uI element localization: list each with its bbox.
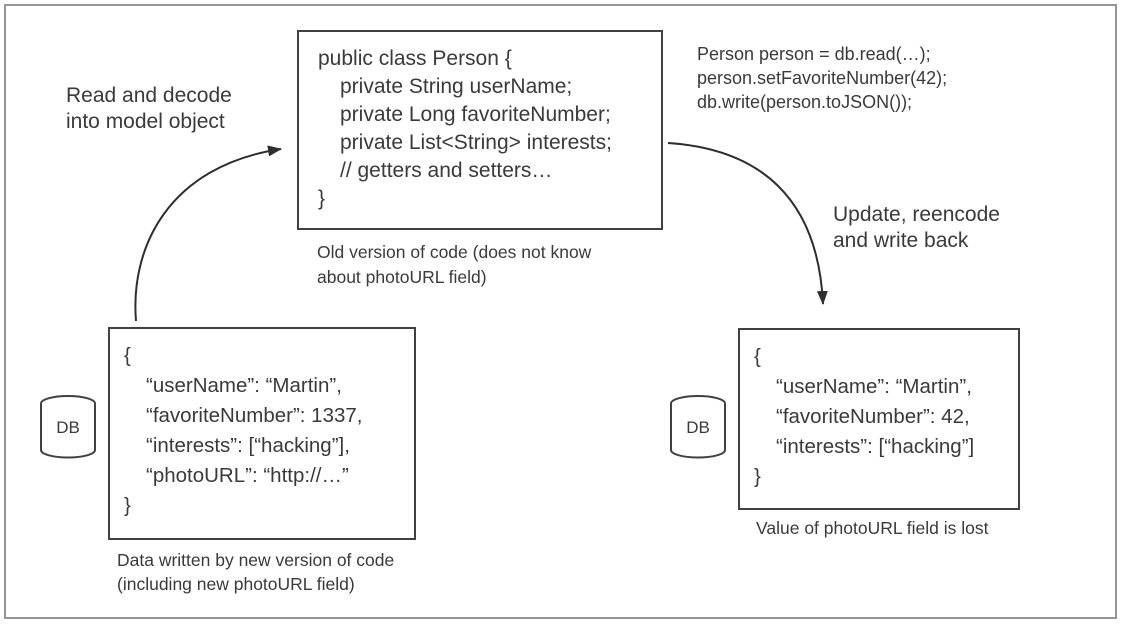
update-write-label: Update, reencode and write back bbox=[833, 202, 1000, 254]
read-decode-label-line2: into model object bbox=[66, 110, 225, 133]
code-line: private String userName; bbox=[340, 75, 573, 98]
outer-border bbox=[4, 4, 1117, 619]
db-label: DB bbox=[56, 418, 80, 437]
json-line: “favoriteNumber”: 1337, bbox=[146, 404, 363, 427]
code-line: // getters and setters… bbox=[340, 159, 553, 182]
db-cylinder-icon bbox=[670, 395, 726, 459]
database-cylinder-new: DB bbox=[669, 394, 727, 460]
code-line: public class Person { bbox=[318, 47, 512, 70]
person-class-caption-line1: Old version of code (does not know bbox=[317, 242, 592, 262]
code-line: private Long favoriteNumber; bbox=[340, 103, 611, 126]
database-cylinder-old: DB bbox=[39, 394, 97, 460]
db-label: DB bbox=[686, 418, 710, 437]
read-decode-label: Read and decode into model object bbox=[66, 83, 232, 135]
json-line: “userName”: “Martin”, bbox=[146, 374, 342, 397]
json-document-new-box: { “userName”: “Martin”, “favoriteNumber”… bbox=[738, 328, 1020, 510]
person-class-code-box: public class Person { private String use… bbox=[297, 30, 663, 230]
json-line: “interests”: [“hacking”] bbox=[776, 435, 975, 458]
json-line: { bbox=[124, 344, 131, 367]
read-decode-label-line1: Read and decode bbox=[66, 84, 232, 107]
update-code-snippet: Person person = db.read(…); person.setFa… bbox=[697, 42, 947, 114]
json-line: “interests”: [“hacking”], bbox=[146, 434, 350, 457]
code-line: } bbox=[318, 187, 326, 210]
db-cylinder-icon bbox=[40, 395, 96, 459]
json-line: “userName”: “Martin”, bbox=[776, 375, 972, 398]
code-line: person.setFavoriteNumber(42); bbox=[697, 68, 948, 88]
json-line: } bbox=[754, 465, 761, 488]
json-line: “photoURL”: “http://…” bbox=[146, 464, 349, 487]
code-line: db.write(person.toJSON()); bbox=[697, 92, 913, 112]
code-line: private List<String> interests; bbox=[340, 131, 612, 154]
json-document-old-box: { “userName”: “Martin”, “favoriteNumber”… bbox=[108, 327, 416, 540]
json-line: “favoriteNumber”: 42, bbox=[776, 405, 970, 428]
code-line: Person person = db.read(…); bbox=[697, 44, 931, 64]
update-write-label-line1: Update, reencode bbox=[833, 203, 1000, 226]
json-line: } bbox=[124, 494, 131, 517]
json-new-caption-line1: Value of photoURL field is lost bbox=[756, 518, 989, 538]
person-class-caption-line2: about photoURL field) bbox=[317, 267, 487, 287]
person-class-caption: Old version of code (does not know about… bbox=[317, 240, 591, 290]
json-old-caption: Data written by new version of code (inc… bbox=[117, 548, 394, 596]
update-write-label-line2: and write back bbox=[833, 229, 969, 252]
json-line: { bbox=[754, 345, 761, 368]
json-old-caption-line1: Data written by new version of code bbox=[117, 550, 395, 570]
json-new-caption: Value of photoURL field is lost bbox=[756, 516, 989, 540]
json-old-caption-line2: (including new photoURL field) bbox=[117, 574, 355, 594]
